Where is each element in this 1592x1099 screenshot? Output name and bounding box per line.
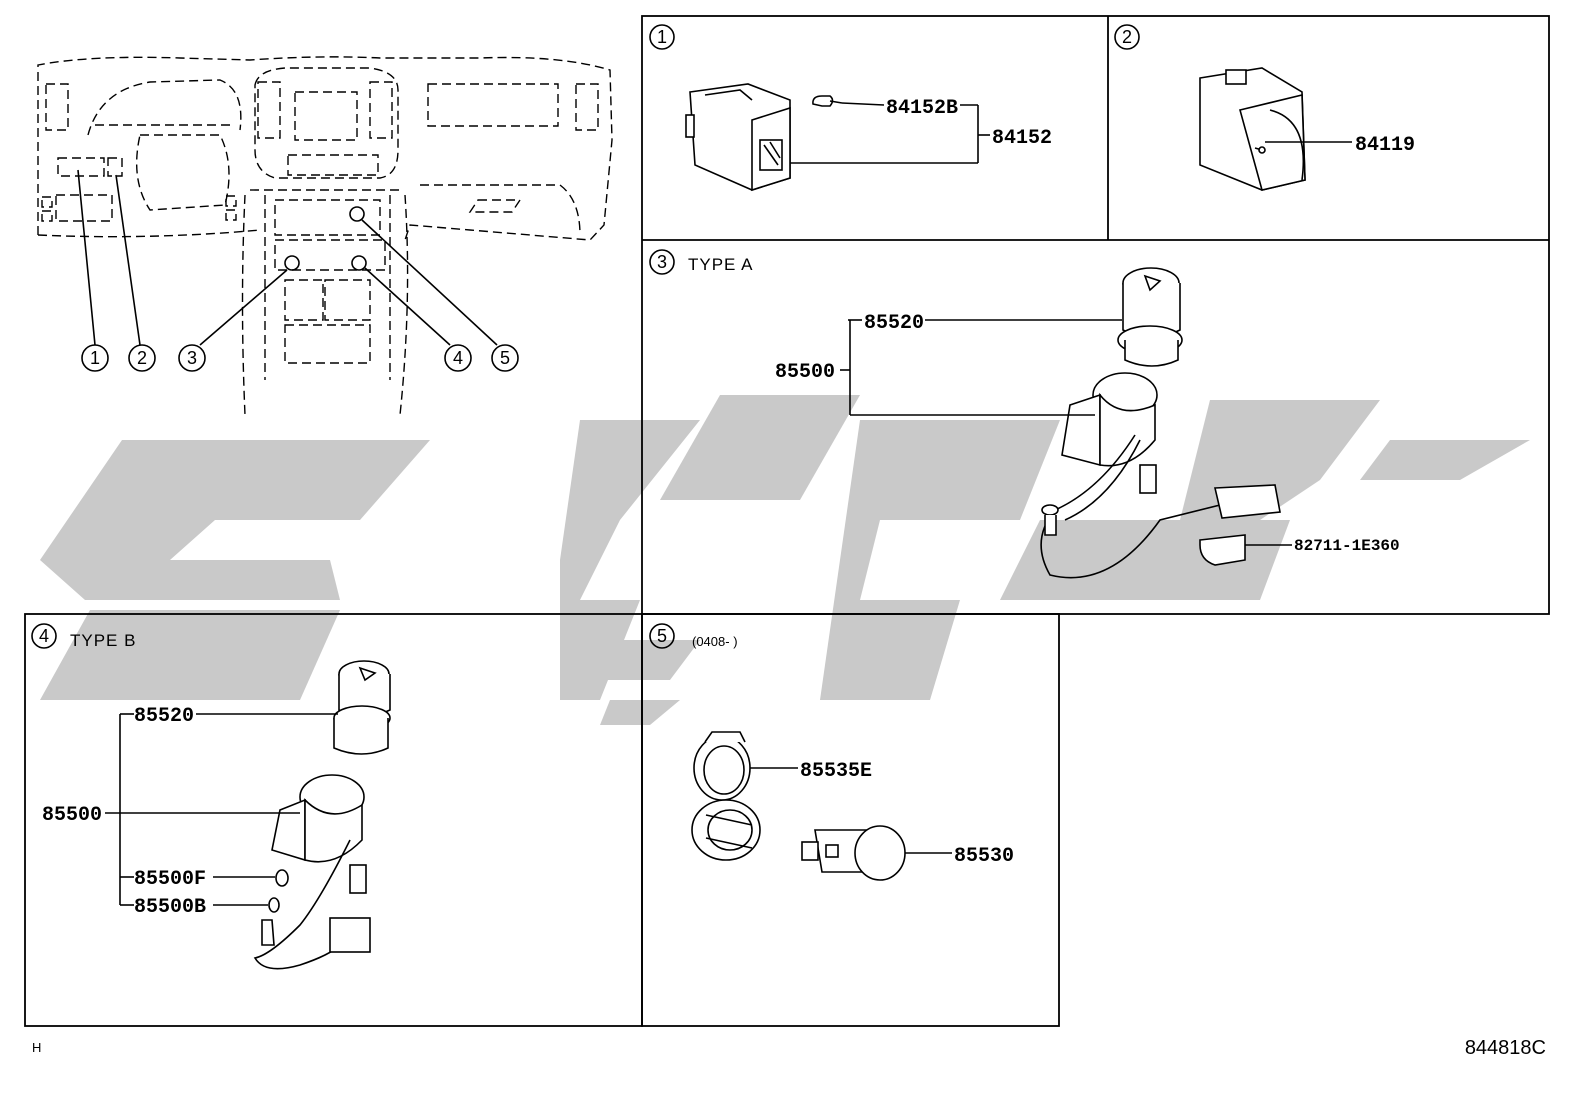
footer-left-mark: H: [32, 1040, 41, 1055]
part-label-85500-a: 85500: [775, 361, 835, 384]
part-label-85520-a: 85520: [864, 312, 924, 335]
part-label-85500-b: 85500: [42, 804, 102, 827]
watermark-logo: [40, 395, 1530, 725]
clip-82711-drawing: [1199, 534, 1246, 566]
locator-callout-1-label: 1: [90, 348, 100, 368]
switch-84152-drawing: [685, 83, 791, 192]
panel-3: 3 TYPE A 85520 855: [649, 249, 1400, 579]
panel-4-number: 4: [39, 626, 49, 646]
dashboard-locator: [37, 56, 613, 416]
part-label-84152B: 84152B: [886, 97, 958, 120]
switch-84119-drawing: [1199, 67, 1306, 191]
locator-callout-2[interactable]: 2: [128, 344, 156, 372]
socket-85500-b-drawing: [253, 774, 371, 970]
panel-2-number: 2: [1122, 27, 1132, 47]
panel-1: 1 84152B 84152: [649, 24, 1052, 192]
part-label-85520-b: 85520: [134, 705, 194, 728]
lighter-85520-b-drawing: [333, 660, 391, 755]
locator-callout-1[interactable]: 1: [81, 344, 109, 372]
cover-85535E-drawing: [691, 731, 761, 861]
panel-1-number: 1: [657, 27, 667, 47]
locator-callout-5-label: 5: [500, 348, 510, 368]
bulb-84152B-drawing: [812, 95, 885, 107]
locator-callout-3[interactable]: 3: [178, 344, 206, 372]
locator-callout-4[interactable]: 4: [444, 344, 472, 372]
panel-5-number: 5: [657, 626, 667, 646]
part-label-85500F: 85500F: [134, 868, 206, 891]
part-label-85530: 85530: [954, 845, 1014, 868]
socket-85500-drawing: [1040, 372, 1281, 579]
locator-callout-5[interactable]: 5: [491, 344, 519, 372]
panel-frames: [24, 15, 1550, 1027]
locator-callout-2-label: 2: [137, 348, 147, 368]
part-label-84119: 84119: [1355, 134, 1415, 157]
lighter-85520-drawing: [1117, 267, 1183, 367]
panel-5-title: (0408- ): [692, 634, 738, 649]
part-label-84152: 84152: [992, 127, 1052, 150]
part-label-85500B: 85500B: [134, 896, 206, 919]
panel-4-title: TYPE B: [70, 631, 136, 650]
panel-3-title: TYPE A: [688, 255, 754, 274]
panel-4: 4 TYPE B 85520 85500 85500: [31, 623, 391, 970]
part-label-82711-1E360: 82711-1E360: [1294, 537, 1400, 555]
panel-2: 2 84119: [1114, 24, 1415, 191]
panel-3-number: 3: [657, 252, 667, 272]
footer-reference-number: 844818C: [1465, 1037, 1546, 1059]
locator-callout-4-label: 4: [453, 348, 463, 368]
locator-callout-3-label: 3: [187, 348, 197, 368]
part-label-85535E: 85535E: [800, 760, 872, 783]
panel-5: 5 (0408- ) 85535E 85530: [649, 623, 1014, 881]
socket-85530-drawing: [801, 825, 906, 881]
